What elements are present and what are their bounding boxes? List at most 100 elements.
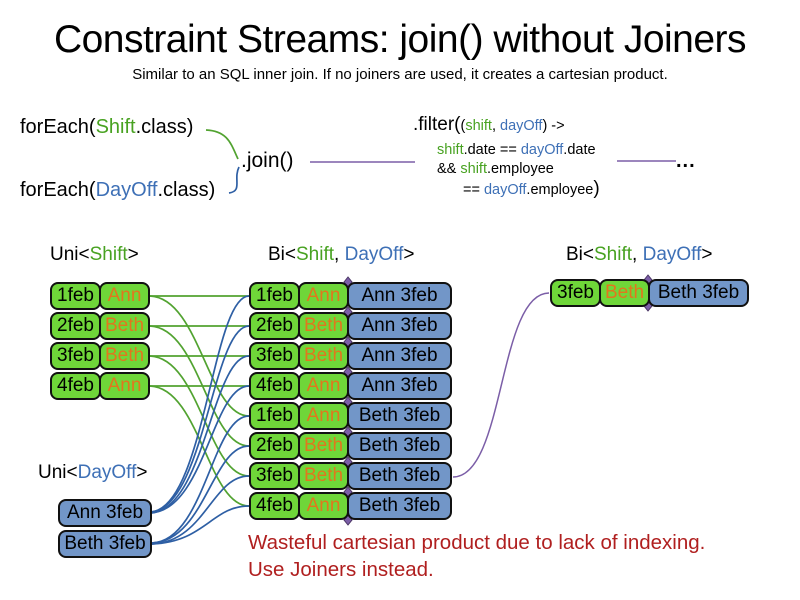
shift-employee-cell: Ann	[99, 372, 150, 400]
paren: (	[460, 118, 466, 134]
dayoff2-to-pair7-line	[151, 475, 250, 545]
warning-line-1: Wasteful cartesian product due to lack o…	[248, 531, 706, 554]
dayoff1-to-pair3-line	[149, 355, 250, 514]
pair-shift-date-cell: 3feb	[249, 342, 300, 370]
label-text: >	[403, 244, 415, 265]
code-filter: .filter((shift, dayOff) -> shift.date ==…	[413, 114, 600, 200]
pair-dayoff-cell: Beth 3feb	[347, 462, 452, 490]
filter-line-2: shift.date == dayOff.date	[413, 141, 600, 160]
pair-shift-date-cell: 4feb	[249, 372, 300, 400]
label-text: Uni<	[38, 462, 78, 483]
dayoff-param: dayOff	[500, 118, 543, 134]
result-shift-date-cell: 3feb	[550, 279, 601, 307]
pair-dayoff-cell: Ann 3feb	[347, 342, 452, 370]
label-text: ,	[334, 244, 345, 265]
dayoff1-to-pair1-line	[149, 295, 250, 513]
shift-class-name: Shift	[95, 116, 136, 138]
page-subtitle: Similar to an SQL inner join. If no join…	[132, 66, 668, 83]
shift-ref: shift	[460, 161, 487, 177]
pair-dayoff-cell: Ann 3feb	[347, 282, 452, 310]
shift-date-cell: 4feb	[50, 372, 101, 400]
pair-dayoff-cell: Ann 3feb	[347, 312, 452, 340]
label-text: >	[136, 462, 148, 483]
code-text: .date	[563, 142, 596, 158]
code-text: .date ==	[463, 142, 521, 158]
pair-shift-employee-cell: Ann	[298, 282, 349, 310]
shift-date-cell: 1feb	[50, 282, 101, 310]
dayoff-class-name: DayOff	[95, 179, 158, 201]
label-dayoff: DayOff	[642, 244, 702, 265]
pair-shift-employee-cell: Ann	[298, 372, 349, 400]
filter-line-1: .filter((shift, dayOff) ->	[413, 114, 600, 136]
warning-text: Wasteful cartesian product due to lack o…	[248, 529, 705, 583]
pair-shift-employee-cell: Ann	[298, 402, 349, 430]
bi-pair-label: Bi<Shift, DayOff>	[268, 244, 414, 266]
pair-shift-date-cell: 1feb	[249, 282, 300, 310]
label-shift: Shift	[594, 244, 633, 265]
bi-result-label: Bi<Shift, DayOff>	[566, 244, 712, 266]
page-title: Constraint Streams: join() without Joine…	[53, 18, 747, 61]
shift4-to-pair8-line	[149, 385, 250, 507]
pair7-to-result-line	[452, 292, 550, 478]
label-text: Bi<	[566, 244, 594, 265]
code-text: forEach(	[20, 116, 96, 138]
result-shift-employee-cell: Beth	[599, 279, 650, 307]
filter-line-4: == dayOff.employee)	[413, 179, 600, 200]
shift-employee-cell: Ann	[99, 282, 150, 310]
pair-shift-date-cell: 2feb	[249, 312, 300, 340]
code-join: .join()	[241, 149, 294, 172]
dayoff2-to-pair5-line	[151, 415, 250, 544]
label-shift: Shift	[89, 244, 128, 265]
pair-shift-employee-cell: Beth	[298, 342, 349, 370]
label-text: >	[127, 244, 139, 265]
pair-shift-employee-cell: Beth	[298, 432, 349, 460]
dayoff-ref: dayOff	[520, 142, 564, 158]
label-dayoff: DayOff	[344, 244, 404, 265]
code-foreach-dayoff: forEach(DayOff.class)	[20, 179, 215, 202]
filter-line-3: && shift.employee	[413, 160, 600, 179]
foreach-dayoff-to-join-line	[228, 166, 240, 194]
shift-employee-cell: Beth	[99, 342, 150, 370]
pair-purple-lines	[310, 160, 676, 478]
code-text: ==	[463, 182, 484, 198]
comma: ,	[491, 118, 500, 134]
dayoff1-to-pair2-line	[149, 325, 250, 513]
shift-param: shift	[465, 118, 492, 134]
pair-dayoff-cell: Beth 3feb	[347, 432, 452, 460]
dayoff-join-lines	[149, 166, 250, 545]
warning-line-2: Use Joiners instead.	[248, 558, 434, 581]
dayoff1-to-pair4-line	[149, 385, 250, 514]
dayoff2-to-pair8-line	[151, 505, 250, 545]
pair-shift-date-cell: 1feb	[249, 402, 300, 430]
filter-fn: .filter(	[413, 114, 461, 135]
pair-dayoff-cell: Ann 3feb	[347, 372, 452, 400]
uni-dayoff-label: Uni<DayOff>	[38, 462, 148, 484]
code-text: .class)	[157, 179, 216, 201]
continuation-ellipsis: ...	[676, 150, 696, 172]
label-text: >	[701, 244, 713, 265]
dayoff2-to-pair6-line	[151, 445, 250, 544]
arrow: ) ->	[542, 118, 565, 134]
pair-shift-employee-cell: Beth	[298, 312, 349, 340]
pair-shift-date-cell: 4feb	[249, 492, 300, 520]
dayoff-ref: dayOff	[483, 182, 527, 198]
result-dayoff-cell: Beth 3feb	[648, 279, 749, 307]
label-text: ,	[632, 244, 643, 265]
label-dayoff: DayOff	[77, 462, 137, 483]
shift-employee-cell: Beth	[99, 312, 150, 340]
code-text: .class)	[135, 116, 194, 138]
shift3-to-pair7-line	[149, 355, 250, 477]
uni-shift-label: Uni<Shift>	[50, 244, 139, 266]
shift-date-cell: 2feb	[50, 312, 101, 340]
